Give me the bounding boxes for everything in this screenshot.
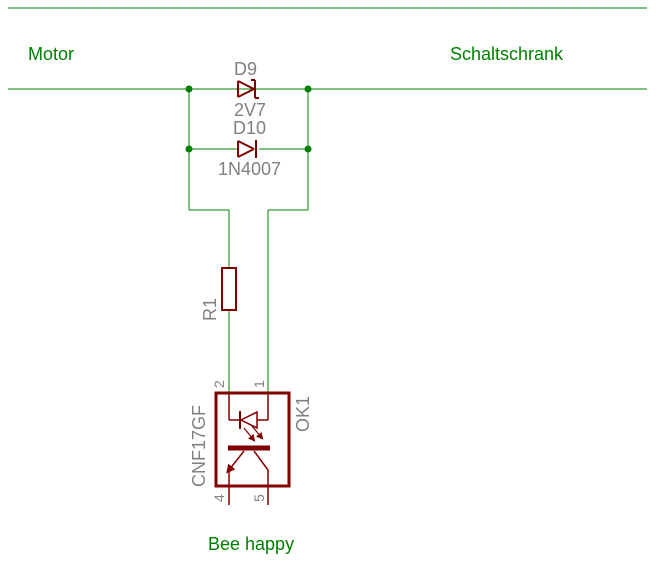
net-label-bee-happy: Bee happy [208,534,294,554]
pin-label-2: 2 [211,380,227,388]
pin-label-5: 5 [251,494,267,502]
optocoupler-ok1-symbol [214,391,291,505]
pin-label-1: 1 [251,380,267,388]
part-value-d9: 2V7 [234,100,266,120]
part-value-ok1: CNF17GF [189,405,209,487]
junction-dot [185,145,193,153]
net-label-motor: Motor [28,44,74,64]
pin-label-4: 4 [211,494,227,502]
resistor-r1-body [221,267,237,311]
net-label-schaltschrank: Schaltschrank [450,44,564,64]
part-value-d10: 1N4007 [218,159,281,179]
part-name-r1: R1 [200,298,220,321]
junction-dot [185,85,193,93]
junction-dot [304,145,312,153]
junction-dot [304,85,312,93]
part-name-d9: D9 [234,59,257,79]
diode-d9-symbol [237,79,259,99]
part-name-d10: D10 [233,118,266,138]
diode-d10-symbol [237,140,257,158]
part-name-ok1: OK1 [293,396,313,432]
